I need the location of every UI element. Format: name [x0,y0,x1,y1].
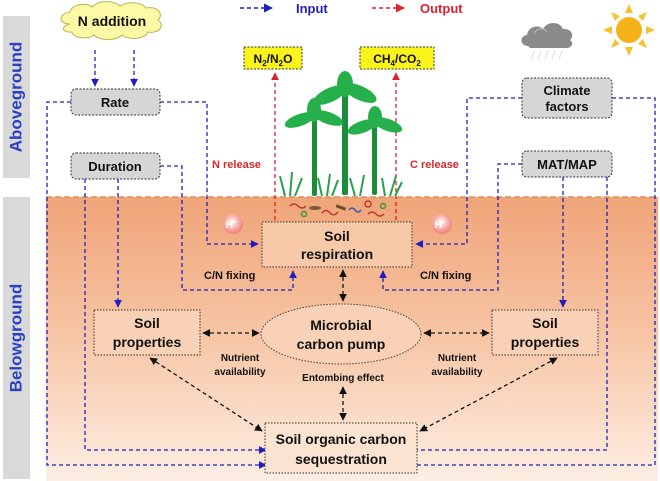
soil-respiration-box [261,221,413,268]
svg-text:H+: H+ [226,220,237,231]
soil-properties-left-label-1: Soil [134,315,160,331]
legend: Input Output [240,1,463,16]
soil-respiration-label-2: respiration [301,246,373,262]
legend-input-label: Input [296,1,328,16]
soc-sequestration-label-2: sequestration [295,451,387,467]
microbial-carbon-pump-label-2: carbon pump [297,336,386,352]
soc-sequestration-node: Soil organic carbon sequestration [264,422,418,474]
legend-output-label: Output [420,1,463,16]
entombing-effect-label: Entombing effect [302,373,384,384]
duration-label: Duration [88,159,142,174]
edge-rate-soil-respiration [160,101,259,248]
ch4-co2-label: CH4/CO2 [373,52,421,68]
soil-properties-right-label-1: Soil [532,315,558,331]
edge-climate-soc [407,97,656,469]
climate-factors-label-2: factors [545,99,588,114]
mat-map-label: MAT/MAP [537,157,597,172]
cn-fixing-left-label: C/N fixing [204,270,255,282]
soil-properties-left-box [93,309,201,356]
soc-sequestration-box [264,422,418,474]
n2-n2o-label: N2/N2O [254,52,293,68]
rate-node: Rate [70,88,161,116]
n-addition-label: N addition [78,13,146,29]
edge-rate-soc [46,101,267,469]
ch4-co2-box [359,46,435,70]
soil-respiration-node: Soil respiration [261,221,413,268]
climate-factors-label-1: Climate [544,83,591,98]
microbial-carbon-pump-label-1: Microbial [310,317,371,333]
n-release-label: N release [212,159,261,171]
soil-properties-right-label-2: properties [511,334,580,350]
duration-node: Duration [70,152,161,180]
soil-properties-right-node: Soil properties [491,309,599,356]
svg-text:H+: H+ [435,220,446,231]
nutrient-left-label-2: availability [214,367,266,378]
aboveground-label-bar [3,16,30,178]
c-release-label: C release [410,159,459,171]
sun-icon [603,4,655,56]
nutrient-right-label-2: availability [431,367,483,378]
n2-n2o-node: N2/N2O [243,46,303,70]
soil-properties-left-label-2: properties [113,334,182,350]
ch4-co2-node: CH4/CO2 [359,46,435,70]
cloud-shape [60,1,162,40]
belowground-label: Belowground [6,284,25,393]
edge-duration-soil-respiration [160,165,297,291]
nutrient-left-label-1: Nutrient [221,353,260,364]
rain-cloud-icon [521,23,573,61]
n2-n2o-box [243,46,303,70]
aboveground-label: Aboveground [6,42,25,153]
microbial-carbon-pump-node: Microbial carbon pump [260,303,422,365]
edge-matmap-soc [407,177,608,454]
interaction-edges [149,269,558,432]
edge-matmap-soil-respiration [379,163,522,291]
belowground-label-bar [3,197,30,479]
cn-fixing-right-label: C/N fixing [420,270,471,282]
edge-climate-soil-respiration [415,97,522,248]
climate-factors-node: Climate factors [521,77,613,119]
mat-map-node: MAT/MAP [521,150,613,178]
microbial-carbon-pump-ellipse [260,303,422,365]
microbes-illustration [289,200,387,218]
h-ion-icon-left: H+ [223,214,243,234]
soc-sequestration-label-1: Soil organic carbon [276,431,407,447]
rate-label: Rate [101,95,129,110]
palm-trees-illustration [279,71,403,197]
h-ion-icon-right: H+ [432,214,452,234]
soil-properties-left-node: Soil properties [93,309,201,356]
nutrient-right-label-1: Nutrient [438,353,477,364]
soil-respiration-label-1: Soil [324,228,350,244]
n-addition-node: N addition [60,1,162,40]
input-edges [46,97,656,469]
soil-properties-right-box [491,309,599,356]
edge-soilprop-left-soc [149,357,263,432]
edge-soilprop-right-soc [419,357,558,432]
